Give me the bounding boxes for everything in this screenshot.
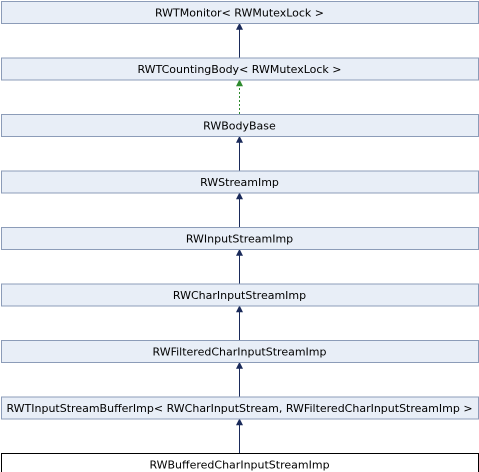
class-node-rwinputstreamimp[interactable]: RWInputStreamImp (1, 227, 479, 250)
class-node-label: RWCharInputStreamImp (173, 289, 306, 302)
class-node-rwbufferedcharinputstreamimp[interactable]: RWBufferedCharInputStreamImp (1, 453, 479, 472)
class-node-rwstreamimp[interactable]: RWStreamImp (1, 170, 479, 194)
class-node-rwtmonitor-rwmutexlock[interactable]: RWTMonitor< RWMutexLock > (1, 1, 479, 24)
class-node-label: RWInputStreamImp (186, 233, 293, 246)
class-node-rwbodybase[interactable]: RWBodyBase (1, 114, 479, 137)
class-node-rwcharinputstreamimp[interactable]: RWCharInputStreamImp (1, 283, 479, 307)
class-node-label: RWBodyBase (203, 120, 276, 133)
class-node-label: RWTInputStreamBufferImp< RWCharInputStre… (6, 402, 472, 415)
class-node-label: RWBufferedCharInputStreamImp (149, 459, 329, 472)
class-node-rwtinputstreambufferimp-rwcharinputstream-rwfilteredcharinputstreamimp[interactable]: RWTInputStreamBufferImp< RWCharInputStre… (1, 396, 479, 420)
class-node-label: RWTMonitor< RWMutexLock > (155, 7, 324, 20)
class-node-rwfilteredcharinputstreamimp[interactable]: RWFilteredCharInputStreamImp (1, 340, 479, 363)
class-node-label: RWTCountingBody< RWMutexLock > (137, 63, 341, 76)
class-node-rwtcountingbody-rwmutexlock[interactable]: RWTCountingBody< RWMutexLock > (1, 57, 479, 81)
class-node-label: RWStreamImp (200, 176, 279, 189)
class-node-label: RWFilteredCharInputStreamImp (153, 346, 327, 359)
